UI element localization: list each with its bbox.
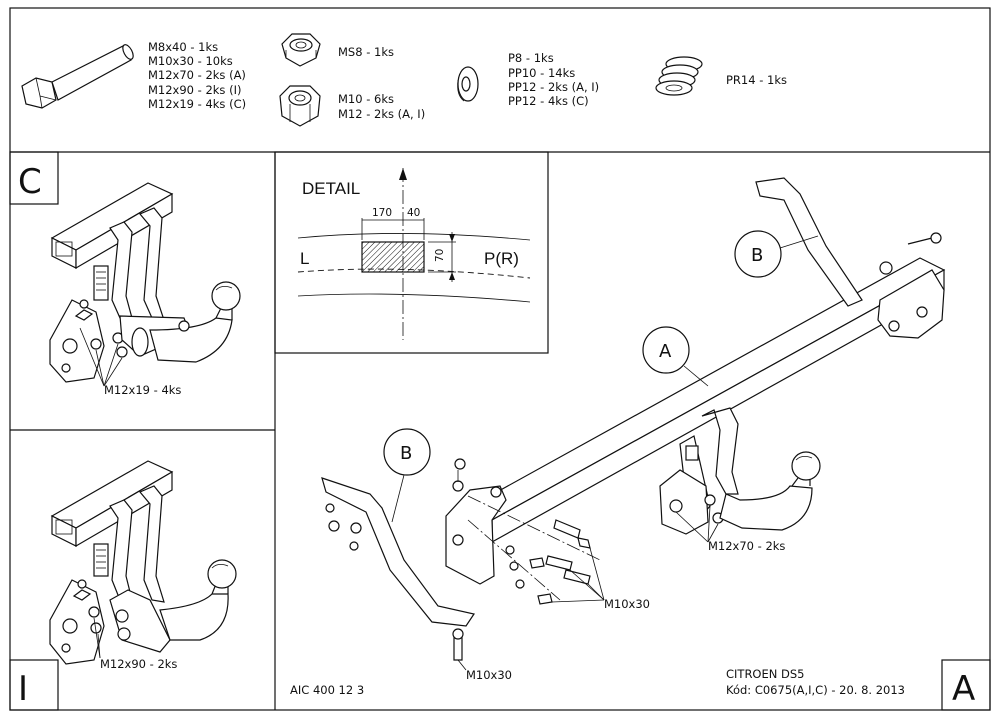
washer-icon <box>457 66 479 102</box>
detail-left-label: L <box>300 249 309 268</box>
detail-title: DETAIL <box>302 179 360 198</box>
washer-spec: P8 - 1ks <box>508 51 554 65</box>
main-m10-bolt-label: M10x30 <box>604 597 650 611</box>
panel-c-leaders <box>79 327 123 387</box>
dimension-40: 40 <box>407 207 420 219</box>
frame <box>9 7 991 711</box>
bolt-spec: M10x30 - 10ks <box>148 54 233 68</box>
panel-i-leaders <box>93 617 101 659</box>
washer-list: P8 - 1ks PP10 - 14ks PP12 - 2ks (A, I) P… <box>508 51 599 108</box>
washer-spec: PP10 - 14ks <box>508 66 575 80</box>
callout-b-left-label: B <box>400 443 412 464</box>
callout-b-right <box>734 230 819 278</box>
bolt-spec: M12x90 - 2ks (I) <box>148 83 241 97</box>
callout-a-label: A <box>659 341 672 362</box>
callout-b-right-label: B <box>751 245 763 266</box>
panel-c-bolt-label: M12x19 - 4ks <box>104 383 181 397</box>
nut-list: M10 - 6ks M12 - 2ks (A, I) <box>338 92 425 121</box>
panel-i-bolt-label: M12x90 - 2ks <box>100 657 177 671</box>
bolt-spec: M8x40 - 1ks <box>148 40 218 54</box>
bolt-spec: M12x19 - 4ks (C) <box>148 97 246 111</box>
vehicle-name: CITROEN DS5 <box>726 667 804 681</box>
main-m12-bolt-label: M12x70 - 2ks <box>708 539 785 553</box>
callout-b-left <box>383 428 431 523</box>
panel-letter-a: A <box>952 669 975 709</box>
washer-spec: PP12 - 2ks (A, I) <box>508 80 599 94</box>
bolt-list: M8x40 - 1ks M10x30 - 10ks M12x70 - 2ks (… <box>148 40 246 111</box>
washer-spec: PP12 - 4ks (C) <box>508 94 589 108</box>
lock-nut-spec: MS8 - 1ks <box>338 45 394 59</box>
panel-c-towbar <box>49 182 241 383</box>
product-code: AIC 400 12 3 <box>290 683 364 697</box>
panel-i-towbar <box>49 460 237 665</box>
detail-view <box>274 151 549 354</box>
main-m10-bolt-label-bottom: M10x30 <box>466 668 512 682</box>
drawing-code: Kód: C0675(A,I,C) - 20. 8. 2013 <box>726 683 905 697</box>
spring-washer-icon <box>655 56 703 96</box>
detail-right-label: P(R) <box>484 249 519 268</box>
main-assembly <box>321 177 946 661</box>
dimension-170: 170 <box>372 207 392 219</box>
panel-letter-c: C <box>18 162 42 202</box>
callout-a <box>642 326 709 387</box>
dimension-70: 70 <box>434 249 446 262</box>
bolt-icon <box>21 44 134 109</box>
nut-spec: M12 - 2ks (A, I) <box>338 107 425 121</box>
panel-letter-i: I <box>18 669 28 709</box>
nut-spec: M10 - 6ks <box>338 92 394 106</box>
main-leaders <box>457 505 719 671</box>
bolt-spec: M12x70 - 2ks (A) <box>148 68 246 82</box>
hex-nut-icon <box>279 85 321 127</box>
lock-nut-icon <box>281 33 321 67</box>
spring-washer-spec: PR14 - 1ks <box>726 73 787 87</box>
